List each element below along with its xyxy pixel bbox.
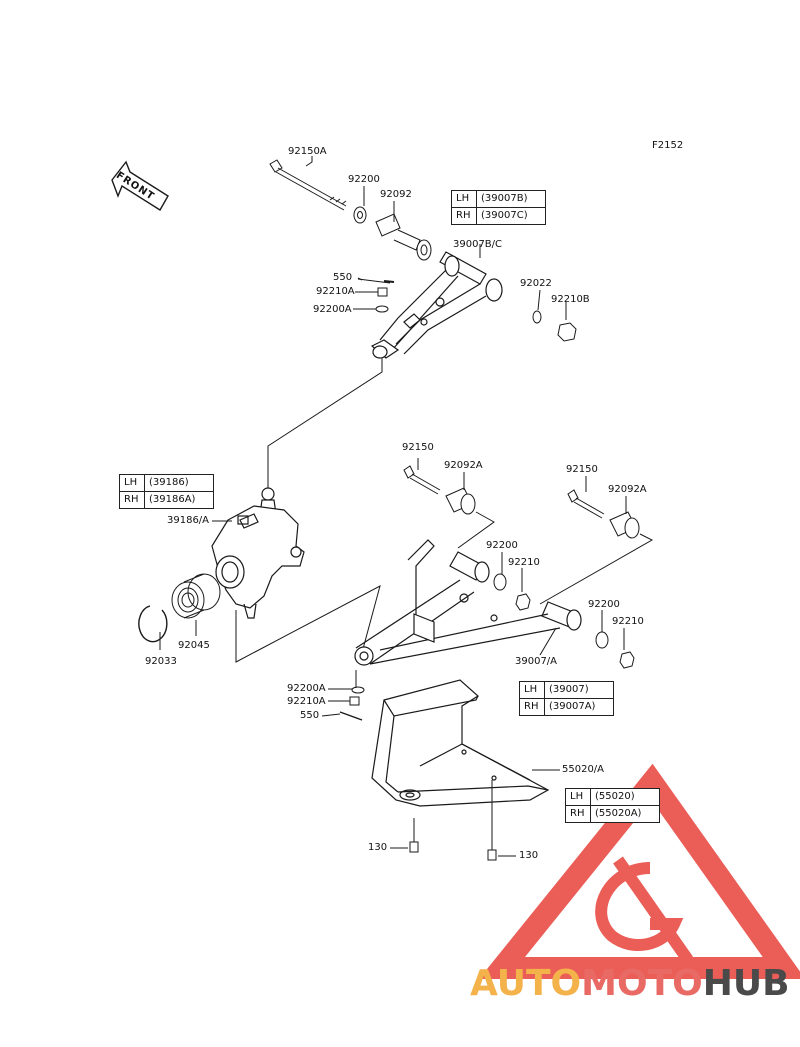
- label-92092: 92092: [380, 189, 412, 200]
- label-92033: 92033: [145, 656, 177, 667]
- label-39007bc: 39007B/C: [453, 239, 503, 250]
- label-92200-mid: 92200: [486, 540, 518, 551]
- watermark-logo: [478, 763, 800, 979]
- table-value: (55020): [590, 788, 660, 806]
- label-92200-top: 92200: [348, 174, 380, 185]
- washer-92200-right: [595, 631, 609, 649]
- washer-92200-mid: [493, 573, 507, 591]
- bearing-92045: [171, 573, 221, 619]
- bolt-92150a: [269, 159, 347, 211]
- table-upper-arm: LH(39007B) RH(39007C): [451, 190, 546, 225]
- table-key: RH: [565, 805, 591, 823]
- table-value: (55020A): [590, 805, 660, 823]
- watermark-part-auto: AUTO: [470, 963, 582, 1004]
- label-92210a-low: 92210A: [287, 696, 326, 707]
- label-92150-right: 92150: [566, 464, 598, 475]
- label-92022: 92022: [520, 278, 552, 289]
- bolt-130-right: [487, 780, 497, 861]
- table-value: (39186): [144, 474, 214, 492]
- nut-92210b: [557, 322, 577, 342]
- label-92150-mid: 92150: [402, 442, 434, 453]
- label-92210-mid: 92210: [508, 557, 540, 568]
- bushing-92092: [375, 213, 432, 261]
- steering-knuckle: [211, 487, 305, 619]
- lower-a-arm: [354, 539, 582, 666]
- label-55020a: 55020/A: [562, 764, 605, 775]
- washer-92200a-top: [375, 305, 389, 313]
- label-39007a: 39007/A: [515, 656, 558, 667]
- washer-92022: [532, 310, 542, 324]
- watermark-part-hub: HUB: [702, 963, 790, 1004]
- table-key: RH: [451, 207, 477, 225]
- label-130-left: 130: [368, 842, 388, 853]
- table-value: (39007B): [476, 190, 546, 208]
- front-arrow-icon: [111, 160, 169, 211]
- table-key: RH: [119, 491, 145, 509]
- nut-92210a-low: [349, 696, 360, 706]
- guard-55020: [371, 679, 550, 807]
- table-value: (39186A): [144, 491, 214, 509]
- washer-92200a-low: [351, 686, 365, 694]
- table-key: LH: [519, 681, 545, 699]
- cotter-pin-550-low: [339, 711, 363, 721]
- bolt-92150-mid: [403, 465, 441, 495]
- label-92092a-right: 92092A: [608, 484, 647, 495]
- label-92150a: 92150A: [288, 146, 327, 157]
- nut-92210a-top: [377, 287, 388, 297]
- watermark-part-moto: MOTO: [581, 963, 703, 1004]
- table-value: (39007A): [544, 698, 614, 716]
- label-92092a-mid: 92092A: [444, 460, 483, 471]
- table-key: LH: [565, 788, 591, 806]
- watermark-wordmark: AUTOMOTOHUB: [470, 963, 790, 1004]
- label-92210b: 92210B: [551, 294, 590, 305]
- washer-92200-top: [353, 206, 367, 224]
- label-92200-right: 92200: [588, 599, 620, 610]
- circlip-92033: [138, 605, 168, 643]
- bolt-92150-right: [567, 489, 605, 519]
- table-lower-arm: LH(39007) RH(39007A): [519, 681, 614, 716]
- bolt-130-left: [409, 818, 419, 853]
- label-39186a: 39186/A: [167, 515, 210, 526]
- label-130-right: 130: [519, 850, 539, 861]
- bushing-92092a-right: [609, 511, 640, 539]
- table-guard: LH(55020) RH(55020A): [565, 788, 660, 823]
- figure-id: F2152: [652, 140, 684, 151]
- table-knuckle: LH(39186) RH(39186A): [119, 474, 214, 509]
- label-92210-right: 92210: [612, 616, 644, 627]
- upper-a-arm: [370, 251, 503, 359]
- table-value: (39007): [544, 681, 614, 699]
- nut-92210-mid: [515, 593, 531, 611]
- label-92210a-top: 92210A: [316, 286, 355, 297]
- table-key: LH: [119, 474, 145, 492]
- cotter-pin-550-top: [357, 278, 391, 284]
- label-92200a-top: 92200A: [313, 304, 352, 315]
- table-value: (39007C): [476, 207, 546, 225]
- nut-92210-right: [619, 651, 635, 669]
- label-550-low: 550: [300, 710, 320, 721]
- bushing-92092a-mid: [445, 487, 476, 515]
- table-key: RH: [519, 698, 545, 716]
- label-550-top: 550: [333, 272, 353, 283]
- label-92045: 92045: [178, 640, 210, 651]
- table-key: LH: [451, 190, 477, 208]
- label-92200a-low: 92200A: [287, 683, 326, 694]
